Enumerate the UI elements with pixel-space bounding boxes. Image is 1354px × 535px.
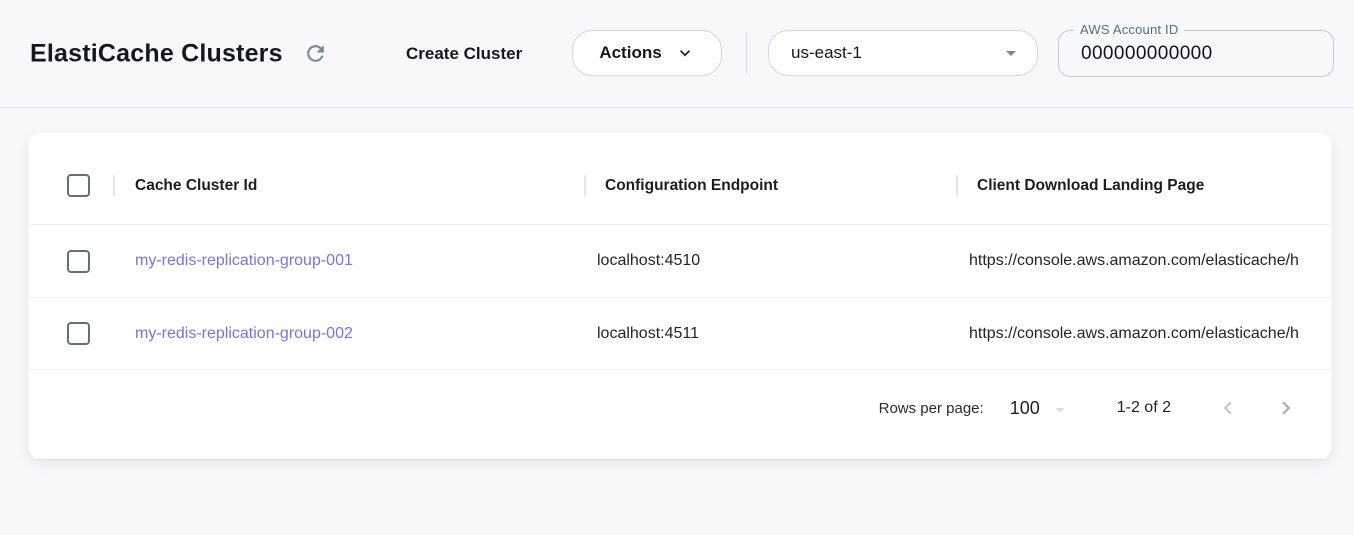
clusters-table-card: Cache Cluster Id Configuration Endpoint …	[28, 133, 1332, 459]
page-title: ElastiCache Clusters	[30, 39, 283, 67]
rows-per-page-value: 100	[1009, 397, 1040, 418]
endpoint-cell: localhost:4511	[597, 324, 699, 342]
refresh-button[interactable]	[301, 40, 329, 68]
column-separator	[584, 175, 586, 196]
endpoint-cell: localhost:4510	[597, 252, 701, 269]
rows-per-page-select[interactable]: 100	[1010, 396, 1071, 421]
column-separator	[113, 175, 115, 196]
header-divider	[746, 33, 747, 74]
next-page-button[interactable]	[1267, 389, 1305, 427]
aws-account-id-value: 000000000000	[1081, 43, 1213, 64]
actions-button[interactable]: Actions	[572, 30, 722, 76]
chevron-down-icon	[679, 50, 690, 57]
cluster-link[interactable]: my-redis-replication-group-001	[135, 252, 353, 269]
chevron-left-icon	[1223, 401, 1232, 415]
previous-page-button[interactable]	[1209, 389, 1247, 427]
rows-per-page-label: Rows per page:	[878, 399, 984, 417]
chevron-right-icon	[1282, 401, 1291, 415]
table-pagination: Rows per page: 100 1-2 of 2	[28, 370, 1332, 459]
column-header-cache-cluster-id: Cache Cluster Id	[113, 175, 584, 196]
region-select-value: us-east-1	[791, 43, 862, 62]
row-checkbox[interactable]	[67, 322, 90, 345]
table-row: my-redis-replication-group-001 localhost…	[28, 225, 1332, 298]
row-checkbox-cell	[28, 249, 113, 273]
actions-button-label: Actions	[599, 43, 662, 62]
column-header-client-download-landing-page: Client Download Landing Page	[956, 175, 1332, 196]
row-checkbox-cell	[28, 322, 113, 345]
dropdown-arrow-icon	[1055, 407, 1065, 413]
table-header-row: Cache Cluster Id Configuration Endpoint …	[28, 133, 1332, 225]
region-select[interactable]: us-east-1	[768, 30, 1038, 76]
row-checkbox[interactable]	[67, 249, 90, 273]
table-row: my-redis-replication-group-002 localhost…	[28, 298, 1332, 370]
cluster-link[interactable]: my-redis-replication-group-002	[135, 324, 353, 342]
dropdown-arrow-icon	[1006, 51, 1016, 56]
aws-account-id-label: AWS Account ID	[1074, 22, 1185, 37]
page-header: ElastiCache Clusters Create Cluster Acti…	[0, 0, 1354, 108]
select-all-checkbox[interactable]	[67, 174, 90, 197]
landing-page-cell: https://console.aws.amazon.com/elasticac…	[969, 324, 1299, 342]
pagination-range-label: 1-2 of 2	[1116, 399, 1171, 416]
refresh-icon	[306, 45, 324, 62]
aws-account-id-field[interactable]: AWS Account ID 000000000000	[1058, 22, 1334, 77]
header-checkbox-cell	[28, 174, 113, 197]
column-header-configuration-endpoint: Configuration Endpoint	[584, 175, 956, 196]
column-separator	[956, 175, 958, 196]
landing-page-cell: https://console.aws.amazon.com/elasticac…	[969, 252, 1299, 269]
create-cluster-button[interactable]: Create Cluster	[406, 43, 523, 63]
